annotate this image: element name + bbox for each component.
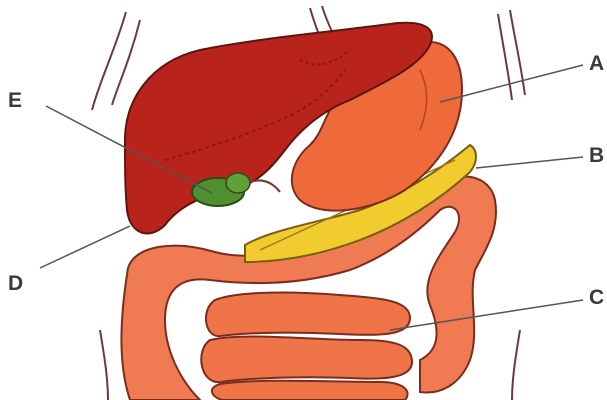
label-c: C <box>589 287 604 308</box>
label-a: A <box>589 53 604 74</box>
small-intestine <box>201 293 412 400</box>
leader-line-c <box>390 300 583 330</box>
label-d: D <box>8 273 23 294</box>
leader-line-b <box>476 157 583 168</box>
label-e: E <box>8 90 22 111</box>
label-b: B <box>589 145 604 166</box>
leader-line-d <box>40 226 130 268</box>
